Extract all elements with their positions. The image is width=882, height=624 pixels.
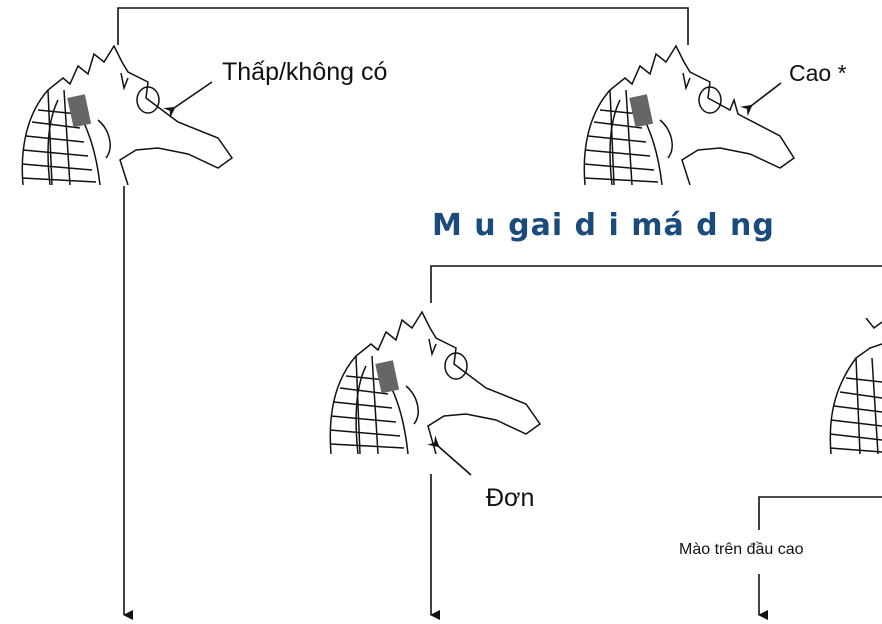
lower-bracket	[758, 496, 882, 530]
pointer-single	[427, 435, 472, 476]
label-high-crest: Mào trên đầu cao	[679, 541, 804, 558]
top-bracket	[117, 7, 689, 45]
seahorse-head-high-spine-icon	[580, 40, 800, 185]
label-single-spine: Đơn	[486, 484, 535, 512]
seahorse-head-single-spine-icon	[326, 306, 546, 454]
seahorse-head-partial-icon	[826, 318, 882, 454]
label-low-spine: Thấp/không có	[222, 58, 388, 86]
seahorse-head-low-spine-icon	[18, 40, 238, 185]
diagram-title: M u gai d i má d ng	[432, 208, 775, 243]
middle-bracket	[430, 265, 882, 303]
label-high-spine: Cao *	[789, 60, 847, 86]
pointer-low	[163, 81, 213, 119]
pointer-high	[740, 82, 782, 117]
